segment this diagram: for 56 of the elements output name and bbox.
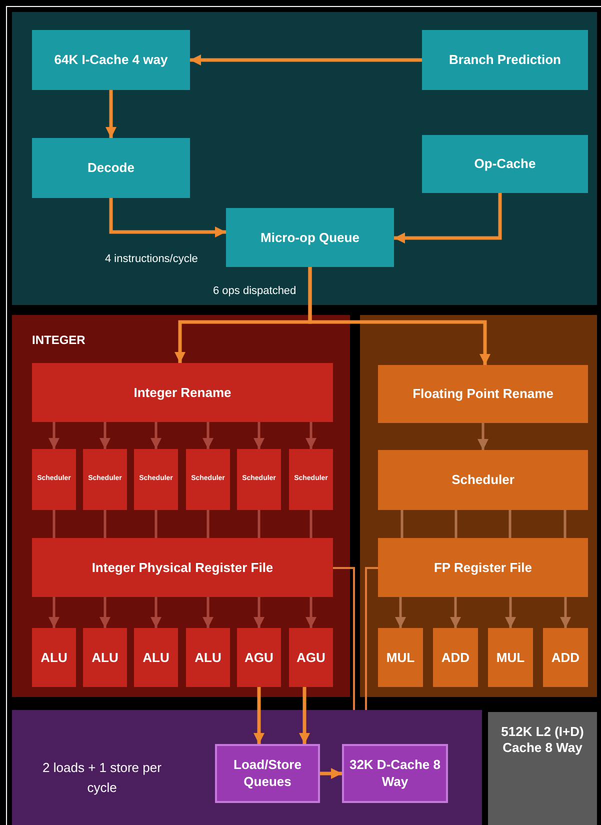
execution-unit-box: MUL [378, 628, 423, 687]
arrow [190, 54, 422, 66]
section-panel [12, 710, 482, 825]
process-box: 64K I-Cache 4 way [32, 30, 190, 90]
arrow [308, 267, 490, 365]
cache-box: 512K L2 (I+D) Cache 8 Way [488, 712, 597, 825]
arrow [450, 597, 461, 628]
arrow [100, 422, 110, 449]
execution-unit-box: ALU [32, 628, 76, 687]
execution-unit-box: AGU [289, 628, 333, 687]
execution-unit-box: AGU [237, 628, 281, 687]
arrow [394, 193, 502, 244]
process-box: Integer Rename [32, 363, 333, 422]
process-box: Branch Prediction [422, 30, 588, 90]
execution-unit-box: ADD [433, 628, 478, 687]
arrow [505, 597, 516, 628]
section-panel [12, 12, 597, 305]
arrow [478, 423, 488, 450]
arrow [150, 422, 162, 449]
arrow [254, 687, 264, 744]
process-box: 32K D-Cache 8 Way [342, 744, 448, 803]
arrow [150, 597, 162, 628]
process-box: Micro-op Queue [226, 208, 394, 267]
process-box: Floating Point Rename [378, 365, 588, 423]
panel-label: INTEGER [32, 332, 86, 349]
arrow [100, 597, 110, 628]
arrow [299, 687, 310, 744]
process-box: Load/Store Queues [215, 744, 320, 803]
execution-unit-box: ALU [83, 628, 127, 687]
arrow [48, 422, 60, 449]
arrow [202, 422, 214, 449]
process-box: Scheduler [378, 450, 588, 510]
section-panel [360, 315, 597, 697]
arrow [48, 597, 60, 628]
section-panel [12, 315, 350, 697]
execution-unit-box: ADD [543, 628, 588, 687]
process-box: Integer Physical Register File [32, 538, 333, 597]
edge-label: 6 ops dispatched [213, 284, 296, 299]
process-box: FP Register File [378, 538, 588, 597]
execution-unit-box: ALU [134, 628, 178, 687]
edge-label: 4 instructions/cycle [105, 252, 198, 267]
arrow [254, 422, 264, 449]
execution-unit-box: MUL [488, 628, 533, 687]
arrow [560, 597, 571, 628]
arrow [106, 90, 116, 138]
process-box: Decode [32, 138, 190, 198]
panel-label: 2 loads + 1 store per cycle [42, 759, 162, 797]
arrow [202, 597, 214, 628]
arrow [254, 597, 264, 628]
arrow [306, 597, 316, 628]
process-box: Op-Cache [422, 135, 588, 193]
arrow [320, 768, 342, 779]
arrow [395, 597, 406, 628]
arrow [109, 198, 226, 238]
arrow [306, 422, 316, 449]
execution-unit-box: ALU [186, 628, 230, 687]
